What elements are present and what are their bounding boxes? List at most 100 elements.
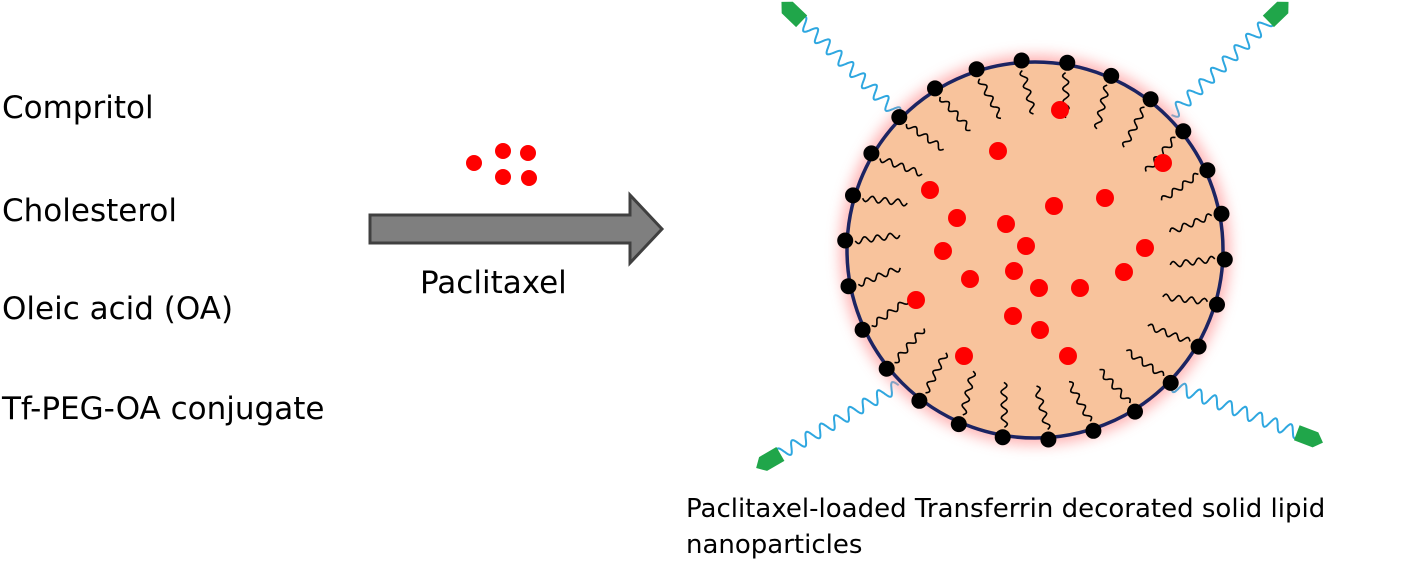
- drug-dot: [961, 270, 979, 288]
- lipid-head: [927, 80, 943, 97]
- lipid-head: [1142, 91, 1159, 108]
- caption-line: Paclitaxel-loaded Transferrin decorated …: [686, 494, 1326, 524]
- lipid-tail: [1126, 349, 1165, 376]
- lipid-tail: [961, 370, 976, 416]
- lipid-head: [840, 278, 857, 295]
- lipid-head: [911, 392, 928, 409]
- drug-dot: [921, 181, 939, 199]
- lipid-head: [863, 145, 880, 162]
- lipid-head: [1059, 54, 1076, 71]
- ingredient-tf-peg-oa: Tf-PEG-OA conjugate: [2, 391, 325, 427]
- lipid-tail: [925, 352, 949, 394]
- lipid-tail: [1160, 172, 1199, 201]
- drug-dot: [1017, 237, 1035, 255]
- drug-dot: [1045, 197, 1063, 215]
- drug-dot: [948, 209, 966, 227]
- lipid-tail: [1035, 385, 1051, 431]
- lipid-head: [1127, 403, 1143, 420]
- peg-transferrin-arms: [756, 1, 1323, 471]
- lipid-head: [1216, 251, 1233, 268]
- drug-dot: [955, 347, 973, 365]
- lipid-tail: [871, 299, 910, 328]
- process-arrow: [368, 191, 665, 267]
- peg-chain: [1170, 382, 1309, 440]
- drug-dot: [1059, 347, 1077, 365]
- lipid-head: [845, 187, 861, 204]
- drug-dot: [1051, 101, 1069, 119]
- lipid-head: [878, 360, 895, 377]
- lipid-tail: [879, 158, 923, 177]
- lipid-tail: [1068, 380, 1093, 422]
- lipid-tail: [1121, 106, 1145, 148]
- drug-dot: [466, 155, 482, 171]
- particle-core: [845, 60, 1225, 440]
- drug-dot: [520, 145, 536, 161]
- lipid-tail: [1019, 69, 1035, 115]
- transferrin-shape: [1262, 1, 1289, 28]
- lipid-heads: [837, 52, 1233, 448]
- drug-molecules-free: [466, 143, 537, 186]
- lipid-head: [1103, 67, 1120, 84]
- drug-dot: [1030, 279, 1048, 297]
- lipid-head: [1085, 422, 1102, 439]
- lipid-head: [1190, 338, 1207, 355]
- lipid-tail: [1162, 293, 1209, 305]
- transferrin-shape: [756, 447, 785, 471]
- transferrin-icon: [1262, 1, 1289, 28]
- lipid-tail: [1169, 213, 1213, 233]
- drug-dot: [934, 242, 952, 260]
- lipid-head: [950, 416, 967, 433]
- drug-dot: [1004, 307, 1022, 325]
- peg-chain: [769, 380, 900, 465]
- drug-molecules-loaded: [907, 101, 1172, 365]
- lipid-tail: [977, 78, 1002, 120]
- nanoparticle-caption: Paclitaxel-loaded Transferrin decorated …: [686, 491, 1325, 563]
- transferrin-icon: [756, 447, 785, 471]
- drug-dot: [1136, 239, 1154, 257]
- drug-label: Paclitaxel: [420, 265, 567, 301]
- drug-dot: [521, 170, 537, 186]
- drug-dot: [495, 169, 511, 185]
- lipid-head: [891, 109, 908, 126]
- drug-dot: [907, 291, 925, 309]
- ingredient-cholesterol: Cholesterol: [2, 193, 177, 229]
- ingredient-compritol: Compritol: [2, 90, 154, 126]
- ingredient-oleic-acid: Oleic acid (OA): [2, 291, 234, 327]
- lipid-tail: [1094, 84, 1109, 130]
- lipid-tail: [1169, 255, 1216, 268]
- lipid-tail: [857, 267, 901, 287]
- lipid-head: [1013, 52, 1030, 69]
- lipid-tail: [854, 232, 901, 245]
- lipid-tail: [1099, 368, 1132, 404]
- drug-dot: [1031, 321, 1049, 339]
- drug-dot: [1115, 263, 1133, 281]
- caption-line: nanoparticles: [686, 530, 863, 560]
- transferrin-shape: [1293, 425, 1323, 448]
- lipid-tail: [905, 124, 944, 151]
- nanoparticle: [837, 52, 1233, 448]
- lipid-head: [837, 232, 854, 249]
- drug-dot: [495, 143, 511, 159]
- lipid-head: [994, 429, 1011, 446]
- lipid-tails: [854, 69, 1216, 431]
- drug-dot: [997, 215, 1015, 233]
- transferrin-icon: [1293, 425, 1323, 448]
- lipid-head: [1209, 296, 1225, 313]
- drug-dot: [1096, 189, 1114, 207]
- lipid-tail: [1000, 381, 1009, 429]
- lipid-tail: [938, 96, 971, 132]
- lipid-head: [968, 61, 985, 78]
- peg-chain: [1171, 10, 1278, 118]
- lipid-tail: [894, 328, 926, 364]
- lipid-head: [1162, 374, 1179, 391]
- lipid-tail: [861, 195, 908, 207]
- lipid-head: [1199, 162, 1216, 179]
- drug-dot: [989, 142, 1007, 160]
- drug-dot: [1154, 154, 1172, 172]
- lipid-head: [854, 321, 871, 338]
- drug-dot: [1071, 279, 1089, 297]
- lipid-tail: [1147, 323, 1191, 342]
- drug-dot: [1005, 262, 1023, 280]
- lipid-head: [1213, 205, 1230, 222]
